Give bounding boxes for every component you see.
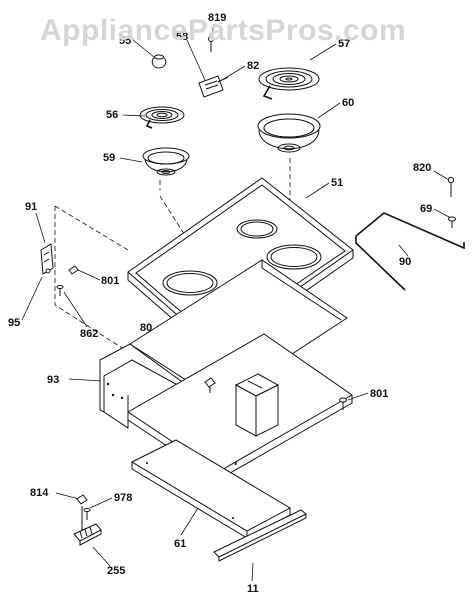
- label-801-upper: 801: [101, 275, 119, 287]
- label-93: 93: [47, 374, 59, 386]
- terminal-block-255: [73, 494, 102, 546]
- label-819: 819: [208, 12, 226, 24]
- label-82: 82: [247, 60, 259, 72]
- label-820: 820: [413, 162, 431, 174]
- watermark-text: AppliancePartsPros.com: [40, 14, 407, 47]
- left-bracket-assembly: [40, 205, 131, 354]
- label-61: 61: [174, 538, 186, 550]
- label-58: 58: [176, 31, 188, 43]
- label-91: 91: [25, 201, 37, 213]
- label-69: 69: [420, 203, 432, 215]
- label-80: 80: [140, 322, 152, 334]
- trim-strip-11: [213, 509, 307, 562]
- label-51: 51: [331, 177, 343, 189]
- label-59: 59: [103, 152, 115, 164]
- label-56: 56: [106, 109, 118, 121]
- label-978: 978: [114, 492, 132, 504]
- label-255: 255: [107, 565, 125, 577]
- label-862: 862: [80, 328, 98, 340]
- label-801-right: 801: [370, 388, 388, 400]
- label-60: 60: [342, 97, 354, 109]
- label-55: 55: [119, 35, 131, 47]
- label-11: 11: [247, 583, 259, 595]
- label-57: 57: [338, 38, 350, 50]
- support-rod-90: [355, 176, 465, 291]
- label-814: 814: [30, 487, 49, 499]
- callout-labels: 55 58 819 57 82 56 60 59 820 51 91 69 90…: [8, 12, 432, 595]
- top-components: [139, 36, 321, 301]
- label-90: 90: [399, 256, 411, 268]
- label-95: 95: [8, 317, 20, 329]
